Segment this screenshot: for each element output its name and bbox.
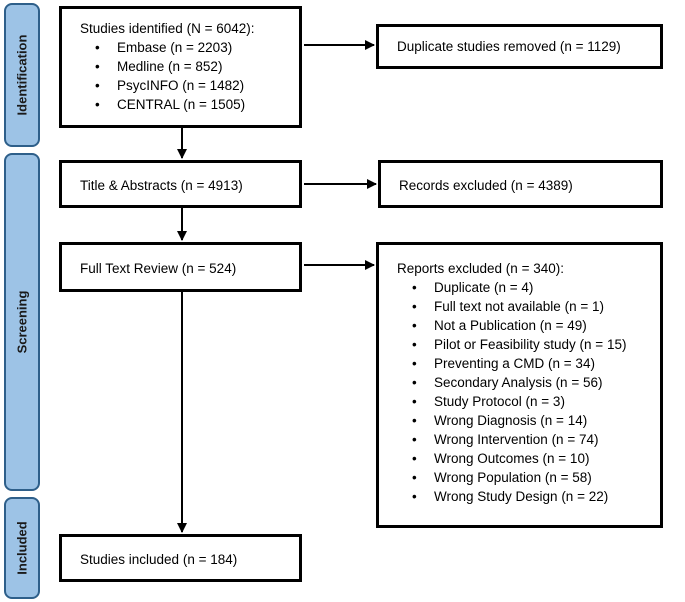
exclusion-reason-item: Duplicate (n = 4): [397, 278, 660, 297]
studies-identified-box: Studies identified (N = 6042): Embase (n…: [59, 6, 302, 128]
phase-screening: Screening: [4, 153, 40, 491]
reports-excluded-box: Reports excluded (n = 340): Duplicate (n…: [376, 242, 663, 528]
exclusion-reason-item: Wrong Population (n = 58): [397, 468, 660, 487]
database-item: Embase (n = 2203): [80, 38, 299, 57]
exclusion-reason-item: Wrong Study Design (n = 22): [397, 487, 660, 506]
studies-included-text: Studies included (n = 184): [80, 552, 238, 567]
exclusion-reason-list: Duplicate (n = 4) Full text not availabl…: [397, 278, 660, 506]
database-item: CENTRAL (n = 1505): [80, 95, 299, 114]
full-text-review-text: Full Text Review (n = 524): [80, 261, 237, 276]
phase-identification: Identification: [4, 3, 40, 147]
records-excluded-text: Records excluded (n = 4389): [399, 178, 573, 193]
phase-included: Included: [4, 497, 40, 599]
exclusion-reason-item: Full text not available (n = 1): [397, 297, 660, 316]
studies-identified-title: Studies identified (N = 6042):: [80, 21, 255, 36]
studies-included-box: Studies included (n = 184): [59, 534, 302, 582]
title-abstracts-box: Title & Abstracts (n = 4913): [59, 160, 302, 208]
exclusion-reason-item: Wrong Intervention (n = 74): [397, 430, 660, 449]
exclusion-reason-item: Study Protocol (n = 3): [397, 392, 660, 411]
reports-excluded-title: Reports excluded (n = 340):: [397, 261, 564, 276]
duplicates-removed-box: Duplicate studies removed (n = 1129): [376, 24, 663, 69]
database-list: Embase (n = 2203) Medline (n = 852) Psyc…: [80, 38, 299, 114]
duplicates-removed-text: Duplicate studies removed (n = 1129): [397, 39, 621, 54]
exclusion-reason-item: Pilot or Feasibility study (n = 15): [397, 335, 660, 354]
exclusion-reason-item: Not a Publication (n = 49): [397, 316, 660, 335]
database-item: Medline (n = 852): [80, 57, 299, 76]
exclusion-reason-item: Wrong Outcomes (n = 10): [397, 449, 660, 468]
database-item: PsycINFO (n = 1482): [80, 76, 299, 95]
exclusion-reason-item: Wrong Diagnosis (n = 14): [397, 411, 660, 430]
title-abstracts-text: Title & Abstracts (n = 4913): [80, 178, 243, 193]
records-excluded-box: Records excluded (n = 4389): [378, 160, 663, 208]
exclusion-reason-item: Preventing a CMD (n = 34): [397, 354, 660, 373]
exclusion-reason-item: Secondary Analysis (n = 56): [397, 373, 660, 392]
full-text-review-box: Full Text Review (n = 524): [59, 242, 302, 292]
